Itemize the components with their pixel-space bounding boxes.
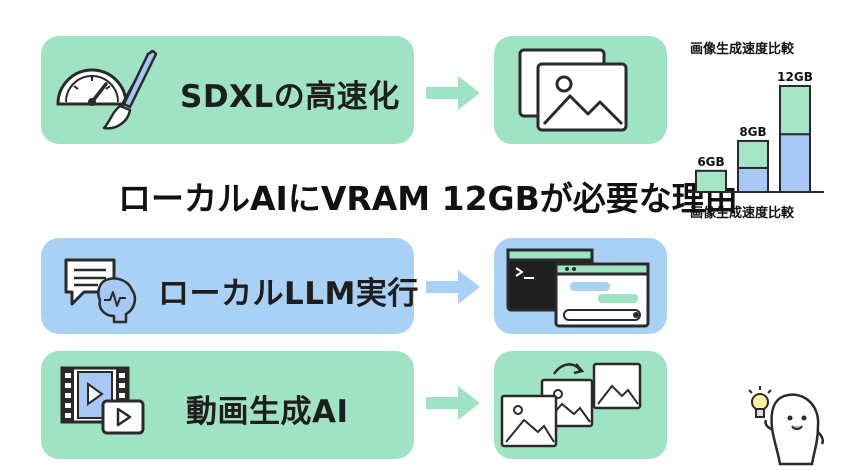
bar-label-8GB: 8GB: [739, 125, 766, 139]
video-label: 動画生成AI: [186, 394, 349, 430]
arrow-right-icon: [426, 270, 480, 304]
bar-label-6GB: 6GB: [697, 155, 724, 169]
chart-title: 画像生成速度比較: [690, 42, 795, 57]
llm-label: ローカルLLM実行: [158, 276, 419, 312]
bar-6GB-series-0: [695, 169, 727, 194]
brain-icon: [97, 277, 137, 324]
mascot-character: [764, 393, 825, 466]
speedometer-icon: [56, 68, 128, 106]
chart-xlabel: 画像生成速度比較: [690, 206, 795, 221]
paintbrush-icon: [102, 49, 158, 130]
bar-chart: 6GB 8GB 12GB: [688, 70, 824, 194]
video-play-icon: [101, 399, 145, 435]
bar-label-12GB: 12GB: [777, 70, 813, 84]
image-sequence-icon: [500, 362, 642, 448]
image-stack-icon: [518, 48, 628, 132]
bar-8GB-series-0: [737, 139, 769, 169]
arrow-right-icon: [426, 386, 480, 420]
bar-8GB-series-1: [737, 166, 769, 193]
arrow-right-icon: [426, 76, 480, 110]
sdxl-label: SDXLの高速化: [180, 79, 400, 115]
chat-bubble-icon: [64, 258, 116, 306]
page-title: ローカルAIにVRAM 12GBが必要な理由: [118, 179, 738, 218]
bar-12GB-series-0: [779, 85, 811, 136]
lightbulb-icon: [748, 386, 772, 418]
bar-12GB-series-1: [779, 133, 811, 193]
terminal-window-icon: [506, 248, 650, 328]
